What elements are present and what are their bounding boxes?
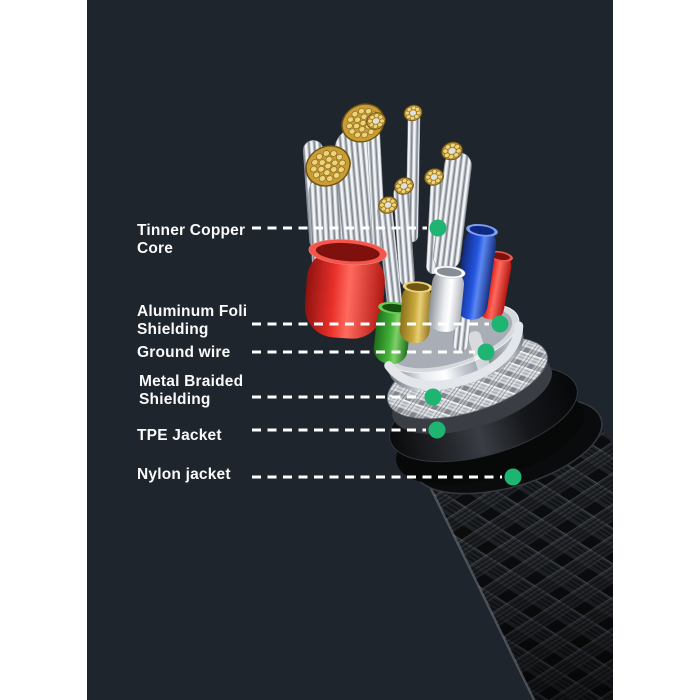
label-ground-wire: Ground wire xyxy=(137,344,231,361)
indicator-dot xyxy=(424,388,442,406)
wire-bundle xyxy=(298,96,524,390)
label-tpe-jacket: TPE Jacket xyxy=(137,427,222,444)
connectors xyxy=(252,226,502,479)
right-margin-bar xyxy=(613,0,700,700)
left-margin-bar xyxy=(0,0,87,700)
wire-yellow xyxy=(399,281,433,344)
label-metal-braided-shielding: Metal Braided Shielding xyxy=(139,373,244,408)
indicator-dot xyxy=(504,468,522,486)
wire-white xyxy=(428,265,466,333)
indicator-dot xyxy=(428,421,446,439)
label-aluminum-foil-shielding: Aluminum Foli Shielding xyxy=(137,303,248,338)
wire-red-left xyxy=(304,239,387,339)
indicator-dot xyxy=(491,315,509,333)
wire-blue xyxy=(455,224,498,320)
indicator-dots xyxy=(424,219,522,486)
label-nylon-jacket: Nylon jacket xyxy=(137,466,231,483)
indicator-dot xyxy=(429,219,447,237)
label-tinner-copper-core: Tinner Copper Core xyxy=(137,222,246,257)
indicator-dot xyxy=(477,343,495,361)
